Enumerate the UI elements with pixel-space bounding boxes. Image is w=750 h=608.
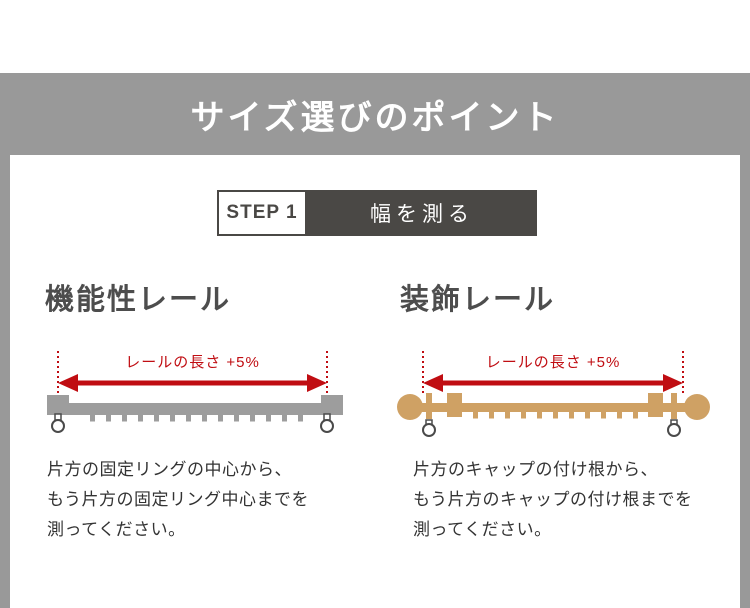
functional-rail-heading: 機能性レール (45, 284, 232, 316)
description-line: もう片方のキャップの付け根までを (413, 490, 693, 509)
rail-end-cap-right (321, 395, 343, 415)
decorative-rail-diagram (395, 345, 715, 445)
fixed-ring-right-icon (320, 419, 334, 433)
functional-rail-drawing (47, 351, 343, 433)
step1-badge-number: STEP 1 (217, 190, 307, 236)
decorative-rail-measure-label: レールの長さ +5% (485, 354, 621, 371)
rail-end-cap-left (47, 395, 69, 415)
description-line: 測ってください。 (47, 520, 186, 539)
step1-badge-title: 幅を測る (307, 190, 537, 236)
decorative-rail-drawing (397, 351, 710, 437)
arrow-head-right-icon (307, 374, 327, 392)
arrow-head-left-icon (423, 374, 443, 392)
frame-left-edge (0, 155, 10, 608)
cap-pin-left (426, 393, 432, 419)
description-line: 測ってください。 (413, 520, 552, 539)
title-banner: サイズ選びのポイント (0, 73, 750, 155)
cap-pin-right (671, 393, 677, 419)
frame-right-edge (740, 155, 750, 608)
functional-rail-description: 片方の固定リングの中心から、 もう片方の固定リング中心までを 測ってください。 (47, 455, 309, 545)
pole-bar (410, 403, 700, 412)
finial-ball-left-icon (397, 394, 423, 420)
rail-bar (50, 403, 340, 415)
description-line: もう片方の固定リング中心までを (47, 490, 309, 509)
description-line: 片方のキャップの付け根から、 (413, 460, 658, 479)
fixed-ring-left-icon (422, 423, 436, 437)
finial-ball-right-icon (684, 394, 710, 420)
functional-rail-measure-label: レールの長さ +5% (125, 354, 260, 371)
fixed-ring-left-icon (51, 419, 65, 433)
bracket-left (447, 393, 462, 417)
description-line: 片方の固定リングの中心から、 (47, 460, 292, 479)
decorative-rail-description: 片方のキャップの付け根から、 もう片方のキャップの付け根までを 測ってください。 (413, 455, 693, 545)
arrow-head-right-icon (663, 374, 683, 392)
step1-badge: STEP 1 幅を測る (217, 190, 537, 236)
page-title: サイズ選びのポイント (190, 98, 560, 137)
decorative-rail-heading: 装飾レール (400, 284, 556, 316)
fixed-ring-right-icon (667, 423, 681, 437)
functional-rail-diagram (45, 345, 345, 445)
bracket-right (648, 393, 663, 417)
arrow-head-left-icon (58, 374, 78, 392)
